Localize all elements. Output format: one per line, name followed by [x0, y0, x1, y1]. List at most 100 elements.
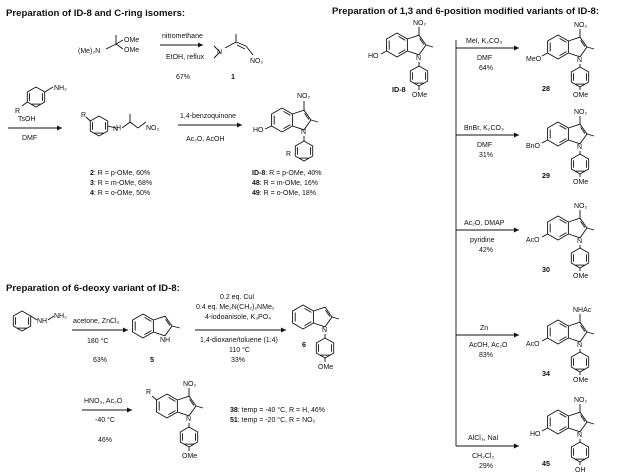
reagent-label: acetone, ZnCl₂	[73, 318, 120, 325]
condition-label: 110 °C	[229, 346, 250, 354]
list-item: ID-8: R = p-OMe, 40%	[252, 170, 321, 177]
svg-text:N: N	[113, 126, 118, 133]
yield-label: 29%	[479, 463, 493, 470]
svg-text:N: N	[186, 416, 191, 423]
list-item: 48: R = m-OMe, 16%	[252, 180, 318, 187]
svg-text:NO₂: NO₂	[574, 109, 588, 116]
list-item: 4: R = o-OMe, 50%	[90, 190, 150, 197]
reagent-label: AlCl₃, NaI	[468, 435, 499, 442]
atom-label: NO₂	[250, 58, 264, 65]
reagent-label: MeI, K₂CO₃	[466, 38, 502, 45]
atom-label: OMe	[124, 37, 139, 44]
svg-text:NHAc: NHAc	[573, 307, 592, 314]
nitro-6-deoxy-structure: NO₂ N R OMe	[146, 381, 204, 460]
condition-label: AcOH, Ac₂O	[469, 342, 508, 349]
compound-label: 45	[542, 459, 550, 468]
compound-label: ID-8	[392, 85, 406, 94]
aniline-structure: NH₂ R	[15, 85, 67, 115]
condition-label: -40 °C	[95, 416, 115, 424]
condition-label: CH₂Cl₂	[472, 453, 494, 460]
reagent-label: Zn	[480, 325, 488, 332]
id8-structure: NO₂ N HO OMe	[368, 20, 434, 99]
reagent-label: 4-iodoanisole, K₃PO₄	[205, 314, 271, 321]
phenylhydrazine-structure: NH NH₂	[12, 310, 67, 332]
list-item: 3: R = m-OMe, 68%	[90, 180, 152, 187]
compound-label: 30	[542, 265, 550, 274]
condition-label: DMF	[22, 135, 37, 142]
svg-text:R: R	[286, 151, 291, 158]
svg-text:N: N	[416, 55, 421, 62]
svg-text:NH₂: NH₂	[54, 85, 67, 92]
svg-text:N: N	[577, 432, 582, 439]
svg-text:HO: HO	[253, 127, 264, 134]
svg-text:N: N	[577, 57, 582, 64]
reagent-label: 0.2 eq. CuI	[220, 294, 254, 301]
compound-45-structure: NO₂ N HO OH	[530, 397, 595, 474]
svg-text:NO₂: NO₂	[183, 381, 197, 388]
list-item: 38: temp = -40 °C, R = H, 46%	[230, 406, 325, 414]
svg-text:N: N	[577, 144, 582, 151]
nitroindole-structure: NO₂ N HO R	[253, 93, 319, 162]
yield-label: 64%	[479, 65, 493, 72]
svg-text:N: N	[577, 238, 582, 245]
svg-text:N: N	[322, 327, 327, 334]
reagent-label: 0.4 eq. Me₂N(CH₂)₂NMe₂	[196, 304, 275, 311]
list-item: 51: temp = -20 °C, R = NO₂	[230, 416, 316, 424]
svg-text:N: N	[577, 342, 582, 349]
svg-text:R: R	[81, 112, 86, 119]
yield-label: 83%	[479, 352, 493, 359]
compound-label: 5	[150, 355, 154, 364]
condition-label: DMF	[477, 55, 492, 62]
svg-text:AcO: AcO	[526, 237, 540, 244]
yield-label: 42%	[479, 247, 493, 254]
reagent-label: TsOH	[18, 116, 36, 123]
condition-label: Ac₂O, AcOH	[186, 136, 225, 143]
svg-text:N: N	[301, 129, 306, 136]
dmf-dma-structure: OMe OMe (Me)₂N	[78, 35, 139, 55]
svg-text:R: R	[15, 108, 20, 115]
svg-text:NO₂: NO₂	[413, 20, 427, 27]
compound-label: 6	[302, 340, 306, 349]
svg-text:NH₂: NH₂	[54, 313, 67, 320]
svg-text:H: H	[116, 125, 121, 132]
list-item: 2: R = p-OMe, 60%	[90, 170, 150, 177]
yield-label: 46%	[98, 437, 112, 444]
compound-1-structure	[213, 34, 254, 59]
compound-30-structure: NO₂ N AcO OMe	[526, 203, 595, 280]
svg-text:OMe: OMe	[573, 92, 588, 99]
condition-label: 1,4-dioxane/toluene (1:4)	[200, 337, 278, 344]
list-item: 49: R = o-OMe, 18%	[252, 190, 316, 197]
compound-label: 1	[231, 72, 235, 81]
svg-text:NO₂: NO₂	[574, 203, 588, 210]
compound-label: 34	[542, 369, 550, 378]
svg-text:OMe: OMe	[318, 364, 333, 371]
atom-label: OMe	[124, 47, 139, 54]
compound-label: 28	[542, 84, 550, 93]
svg-text:NO₂: NO₂	[297, 93, 311, 100]
compound-6-structure: N OMe	[292, 304, 340, 371]
yield-label: 63%	[93, 357, 107, 364]
condition-label: 180 °C	[87, 337, 108, 345]
heading-modified-variants: Preparation of 1,3 and 6-position modifi…	[332, 6, 599, 17]
reagent-label: HNO₃, Ac₂O	[84, 398, 123, 405]
compound-5-structure: NH	[132, 313, 181, 344]
condition-label: DMF	[477, 142, 492, 149]
condition-label: EtOH, reflux	[166, 54, 205, 61]
reagent-label: nitromethane	[162, 33, 203, 40]
compound-28-structure: NO₂ N MeO OMe	[526, 22, 595, 99]
svg-text:OMe: OMe	[573, 179, 588, 186]
enamine-structure: H N NO₂ R	[81, 112, 160, 137]
svg-text:OMe: OMe	[182, 453, 197, 460]
yield-label: 33%	[231, 357, 245, 364]
svg-text:BnO: BnO	[526, 143, 541, 150]
svg-text:HO: HO	[368, 53, 379, 60]
yield-label: 67%	[176, 74, 190, 81]
svg-text:AcO: AcO	[526, 341, 540, 348]
atom-label: N	[217, 49, 222, 56]
svg-text:OMe: OMe	[412, 92, 427, 99]
svg-text:NO₂: NO₂	[574, 22, 588, 29]
svg-text:OMe: OMe	[573, 377, 588, 384]
reagent-label: Ac₂O, DMAP	[464, 220, 505, 227]
svg-text:MeO: MeO	[526, 56, 542, 63]
